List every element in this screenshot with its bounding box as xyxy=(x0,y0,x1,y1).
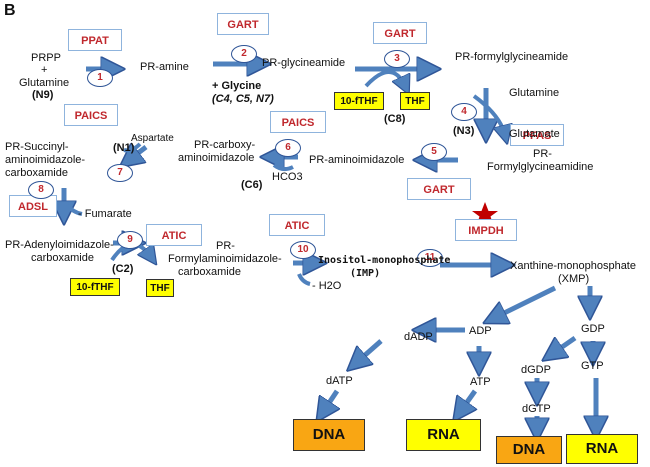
label-gtp: GTP xyxy=(581,360,604,372)
enzyme-atic-2: ATIC xyxy=(269,214,325,236)
product-dna-2: DNA xyxy=(496,436,562,464)
label-formylamino-3: carboxamide xyxy=(178,266,241,278)
step-3: 3 xyxy=(384,50,410,68)
step-6: 6 xyxy=(275,139,301,157)
cofactor-thf-1: THF xyxy=(400,92,430,110)
label-c2: (C2) xyxy=(112,263,134,275)
label-adenyl-2: carboxamide xyxy=(31,252,94,264)
label-glycine-atoms: (C4, C5, N7) xyxy=(212,93,274,105)
label-fumarate: - Fumarate xyxy=(78,208,132,220)
step-2: 2 xyxy=(231,45,257,63)
label-prpp: PRPP xyxy=(31,52,61,64)
label-pr-carboxy-2: aminoimidazole xyxy=(178,152,255,164)
arrow-atp-to-rna xyxy=(460,389,475,412)
label-adp: ADP xyxy=(469,325,492,337)
product-dna-1: DNA xyxy=(293,419,365,451)
label-dadp: dADP xyxy=(404,331,433,343)
enzyme-gart-1: GART xyxy=(217,13,269,35)
enzyme-gart-2: GART xyxy=(373,22,427,44)
step-9: 9 xyxy=(117,231,143,249)
step-8: 8 xyxy=(28,181,54,199)
arrow-gdp-to-dgdp xyxy=(552,335,577,354)
label-n1: (N1) xyxy=(113,142,135,154)
step-5: 5 xyxy=(421,143,447,161)
step-7: 7 xyxy=(107,164,133,182)
label-dgtp: dGTP xyxy=(522,403,551,415)
enzyme-gart-3: GART xyxy=(407,178,471,200)
label-formylamino-2: Formylaminoimidazole- xyxy=(168,253,282,265)
label-glutamine: Glutamine xyxy=(19,77,70,89)
label-gdp: GDP xyxy=(581,323,605,335)
enzyme-paics-1: PAICS xyxy=(64,104,118,126)
label-pr-glycineamide: PR-glycineamide xyxy=(262,57,346,69)
arrow-datp-to-dna xyxy=(323,389,337,412)
label-pr-carboxy-1: PR-carboxy- xyxy=(194,139,256,151)
label-n9: (N9) xyxy=(32,89,54,101)
label-n3: (N3) xyxy=(453,125,475,137)
step-10: 10 xyxy=(290,241,316,259)
curve-fumarate xyxy=(66,203,83,216)
label-c8: (C8) xyxy=(384,113,406,125)
enzyme-atic-1: ATIC xyxy=(146,224,202,246)
curve-aspartate xyxy=(123,142,142,153)
label-atp: ATP xyxy=(470,376,491,388)
enzyme-ppat: PPAT xyxy=(68,29,122,51)
label-pr-formylglycineamide: PR-formylglycineamide xyxy=(455,51,569,63)
label-imp-1: Inositol-monophosphate xyxy=(318,255,451,266)
panel-label: B xyxy=(4,2,16,19)
arrow-step-7 xyxy=(129,147,148,160)
enzyme-adsl: ADSL xyxy=(9,195,57,217)
label-aspartate: Aspartate xyxy=(131,133,174,144)
label-dgdp: dGDP xyxy=(521,364,551,376)
product-rna-1: RNA xyxy=(406,419,481,451)
label-pr-aminoimidazole: PR-aminoimidazole xyxy=(309,154,405,166)
curve-glutamine-to-glutamate xyxy=(472,94,505,135)
cofactor-10fthf-2: 10-fTHF xyxy=(70,278,120,296)
label-formylglycineamidine-2: Formylglycineamidine xyxy=(487,161,594,173)
label-xmp-2: (XMP) xyxy=(558,273,590,285)
label-c6: (C6) xyxy=(241,179,263,191)
step-11: 11 xyxy=(417,249,443,267)
cofactor-thf-2: THF xyxy=(146,279,174,297)
label-glutamate: Glutamate xyxy=(509,128,560,140)
label-imp-2: (IMP) xyxy=(350,268,381,279)
label-succinyl-2: aminoimidazole- xyxy=(5,154,86,166)
product-rna-2: RNA xyxy=(566,434,638,464)
label-glycine: + Glycine xyxy=(212,80,262,92)
label-hco3: HCO3 xyxy=(272,171,303,183)
step-1: 1 xyxy=(87,69,113,87)
label-formylglycineamidine-1: PR- xyxy=(533,148,552,160)
label-formylamino-1: PR- xyxy=(216,240,235,252)
enzyme-paics-2: PAICS xyxy=(270,111,326,133)
curve-10fthf-to-thf-1 xyxy=(364,70,405,86)
label-succinyl-3: carboxamide xyxy=(5,167,68,179)
label-pr-amine: PR-amine xyxy=(140,61,189,73)
curve-hco3 xyxy=(272,163,294,172)
label-plus: + xyxy=(41,64,48,76)
arrow-dadp-to-datp xyxy=(356,339,383,363)
label-glutamine-2: Glutamine xyxy=(509,87,560,99)
cofactor-10fthf-1: 10-fTHF xyxy=(334,92,384,110)
arrow-xmp-to-adp xyxy=(494,285,557,318)
curve-h2o xyxy=(297,273,311,286)
label-h2o: - H2O xyxy=(312,280,342,292)
label-datp: dATP xyxy=(326,375,353,387)
label-succinyl-1: PR-Succinyl- xyxy=(5,141,69,153)
step-4: 4 xyxy=(451,103,477,121)
label-xmp-1: Xanthine-monophosphate xyxy=(510,260,636,272)
label-adenyl-1: PR-Adenyloimidazole- xyxy=(5,239,114,251)
enzyme-pfas: PFAS xyxy=(510,124,564,146)
enzyme-impdh: IMPDH xyxy=(455,219,517,241)
